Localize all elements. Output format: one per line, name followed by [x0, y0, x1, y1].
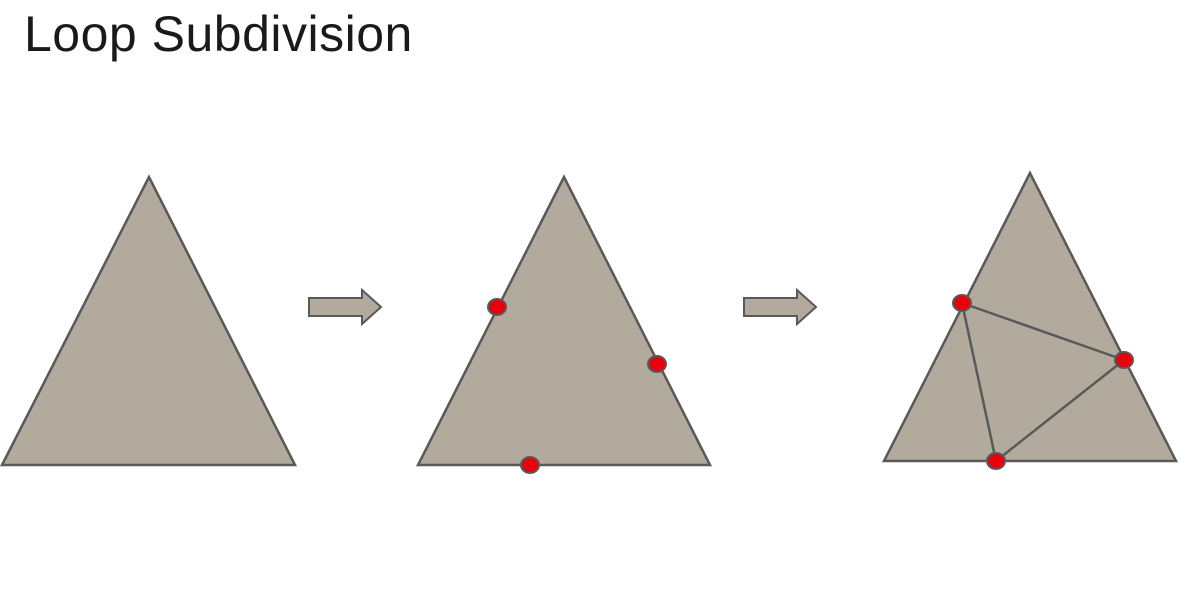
new-vertex-left — [952, 294, 972, 312]
edge-point-bottom — [520, 456, 540, 474]
step-edge-points — [415, 174, 713, 474]
subdivided-outer-triangle — [881, 170, 1179, 463]
step-subdivided — [881, 170, 1179, 470]
original-triangle — [0, 174, 298, 467]
step-original — [0, 174, 298, 467]
edge-point-left — [487, 298, 507, 316]
arrow-1 — [308, 287, 383, 327]
right-arrow-icon — [743, 287, 818, 327]
right-arrow-icon — [308, 287, 383, 327]
new-vertex-bottom — [986, 452, 1006, 470]
edge-point-right — [647, 355, 667, 373]
arrow-2 — [743, 287, 818, 327]
triangle-with-edge-points — [415, 174, 713, 467]
slide-title: Loop Subdivision — [24, 6, 413, 62]
inner-triangle — [960, 301, 1127, 464]
new-vertex-right — [1114, 351, 1134, 369]
